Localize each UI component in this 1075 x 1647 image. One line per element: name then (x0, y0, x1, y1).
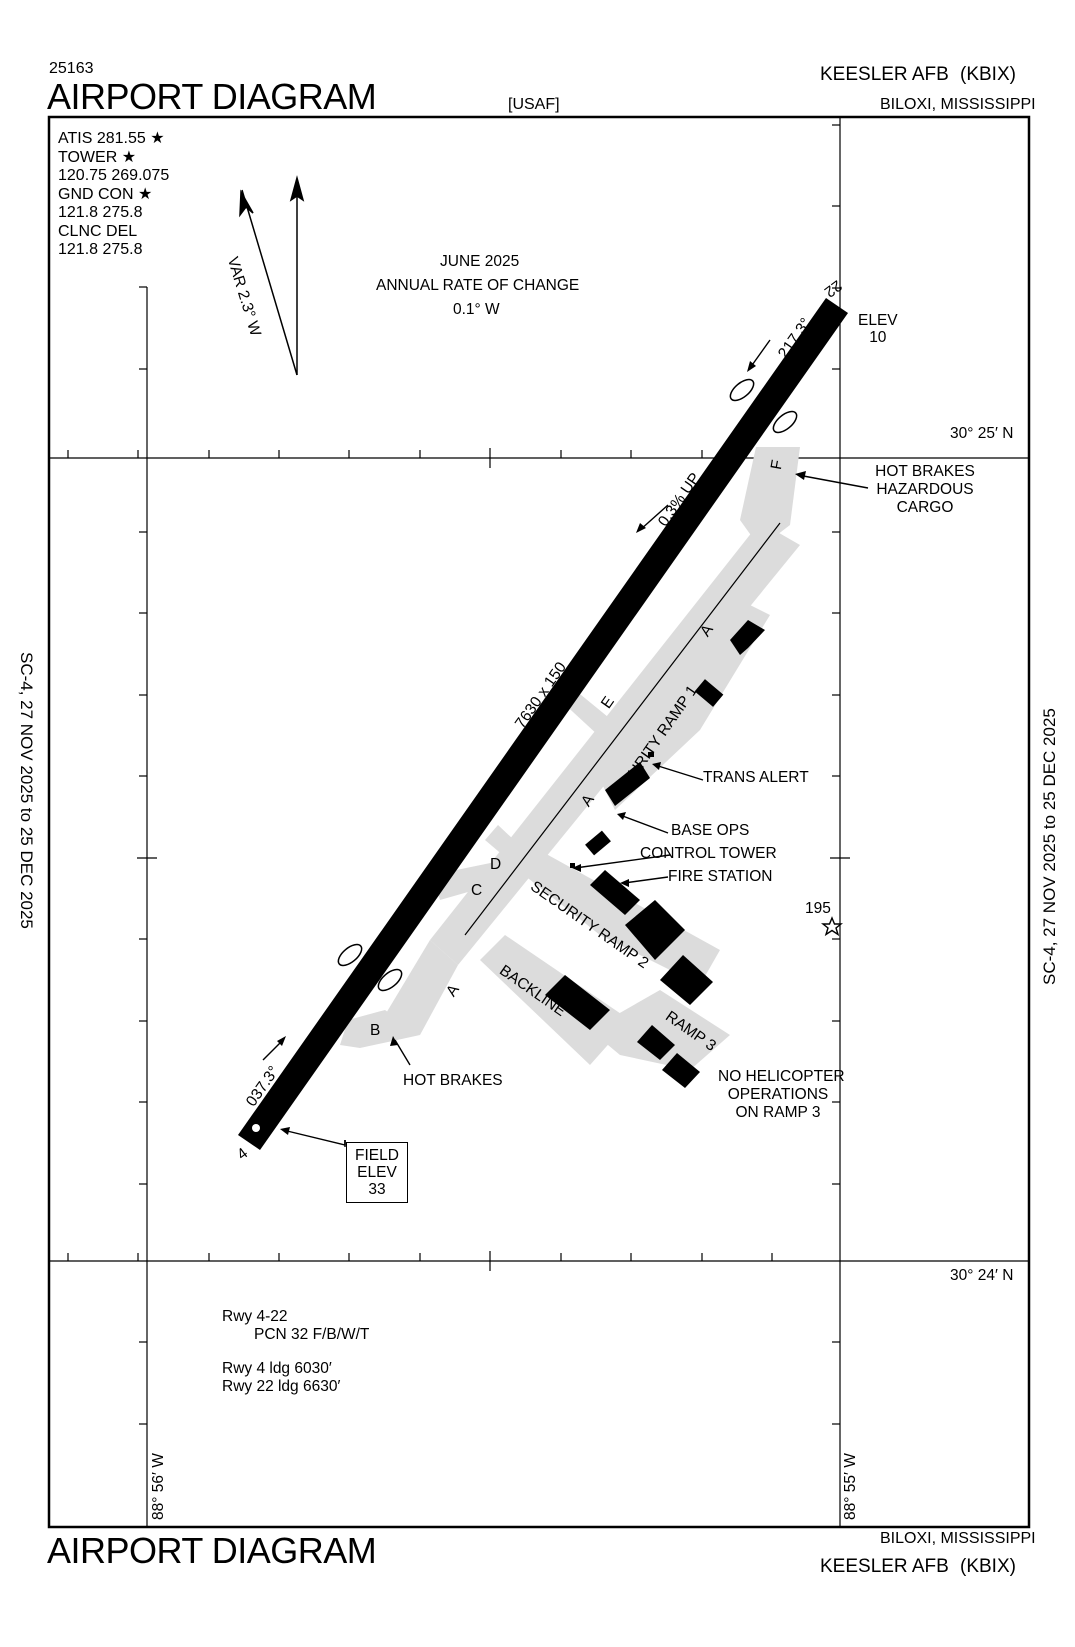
star-icon: ★ (138, 185, 153, 203)
taxiway-e (560, 690, 630, 748)
hot-spot-ovals (337, 378, 798, 992)
graticule (49, 117, 1029, 1527)
remarks-ldg-4: Rwy 4 ldg 6030′ (222, 1360, 332, 1377)
hot-brakes-line-2: HAZARDOUS (876, 481, 974, 498)
no-helo-line-1: NO HELICOPTER (718, 1068, 845, 1085)
longitude-left: 88° 56′ W (150, 1453, 167, 1520)
footer-airport-ident: (KBIX) (960, 1556, 1016, 1577)
remarks-ldg-22: Rwy 22 ldg 6630′ (222, 1378, 341, 1395)
annual-rate-value: 0.1° W (453, 301, 500, 318)
building-fire-station (590, 870, 640, 915)
runway-4-22 (238, 298, 848, 1150)
latitude-top: 30° 25′ N (950, 425, 1014, 442)
building-large-1 (625, 900, 685, 960)
hot-brakes-line-3: CARGO (896, 499, 954, 516)
building-small (585, 830, 611, 856)
magnetic-north-line (241, 189, 298, 376)
taxiway-b (340, 1010, 420, 1048)
page-title: AIRPORT DIAGRAM (47, 76, 377, 117)
airport-ident: (KBIX) (960, 64, 1016, 85)
side-label-left: SC-4, 27 NOV 2025 to 25 DEC 2025 (17, 652, 36, 929)
airport-name: KEESLER AFB (820, 64, 949, 85)
footer-airport-name: KEESLER AFB (820, 1556, 949, 1577)
taxiway-label-d: D (490, 856, 502, 873)
runway-22-elevation: ELEV 10 (858, 312, 898, 346)
tower-frequency: 120.75 269.075 (58, 167, 170, 184)
taxiway-network (340, 447, 800, 1070)
remarks-pcn: PCN 32 F/B/W/T (254, 1326, 370, 1343)
hot-brakes-line-1: HOT BRAKES (875, 463, 975, 480)
variation-date: JUNE 2025 (440, 253, 520, 270)
chart-frame (47, 115, 1031, 1529)
hot-brakes-label: HOT BRAKES (403, 1072, 503, 1089)
magnetic-north-head (239, 189, 254, 218)
building-ne (730, 620, 765, 655)
star-icon: ★ (150, 130, 165, 147)
field-elevation-box: FIELD ELEV 33 (346, 1142, 408, 1203)
taxiway-f (740, 447, 800, 548)
longitude-right: 88° 55′ W (842, 1453, 859, 1520)
field-elev-value: 33 (368, 1181, 386, 1198)
chart-number: 25163 (49, 60, 94, 77)
taxiway-a-centerline (464, 522, 781, 936)
north-arrows (239, 175, 305, 376)
star-icon: ★ (121, 148, 137, 166)
ground-frequency: 121.8 275.8 (58, 204, 143, 221)
ramp-3-area (590, 990, 730, 1070)
latitude-bottom: 30° 24′ N (950, 1267, 1014, 1284)
remarks-block: Rwy 4-22 PCN 32 F/B/W/T Rwy 4 ldg 6030′ … (222, 1308, 369, 1396)
ground-label: GND CON (58, 185, 134, 203)
building-large-2 (660, 955, 713, 1005)
control-tower-label: CONTROL TOWER (640, 845, 777, 862)
security-ramp-1-area (590, 600, 770, 810)
field-elev-label-1: FIELD (355, 1147, 399, 1164)
elev-value: 10 (869, 329, 887, 346)
footer-location: BILOXI, MISSISSIPPI (880, 1530, 1036, 1547)
annual-rate-title: ANNUAL RATE OF CHANGE (376, 277, 580, 294)
clearance-frequency: 121.8 275.8 (58, 241, 143, 258)
runway-4-threshold-marker (252, 1124, 260, 1132)
airport-location: BILOXI, MISSISSIPPI (880, 96, 1036, 113)
clearance-label: CLNC DEL (58, 222, 138, 240)
taxiway-a-lower (385, 940, 458, 1035)
trans-alert-label: TRANS ALERT (703, 769, 809, 786)
taxiway-label-c: C (471, 882, 483, 899)
obstacle-star-icon (821, 916, 843, 937)
side-label-right: SC-4, 27 NOV 2025 to 25 DEC 2025 (1040, 708, 1059, 985)
no-helo-line-2: OPERATIONS (727, 1086, 829, 1103)
taxiway-label-b: B (370, 1022, 381, 1039)
remarks-runway: Rwy 4-22 (222, 1308, 288, 1325)
no-helicopter-operations: NO HELICOPTER OPERATIONS ON RAMP 3 (718, 1068, 845, 1122)
obstacle-height: 195 (805, 900, 831, 917)
base-ops-label: BASE OPS (671, 822, 750, 839)
trans-alert-marker (648, 752, 654, 757)
building-ramp3-1 (637, 1025, 675, 1060)
control-tower-marker (570, 863, 575, 868)
building-1 (694, 679, 724, 707)
operator-label: [USAF] (508, 96, 560, 113)
elev-label: ELEV (858, 312, 898, 329)
building-ramp3-2 (662, 1053, 700, 1088)
field-elev-label-2: ELEV (357, 1164, 397, 1181)
security-ramp-2-area (505, 845, 720, 985)
graticule-ticks (67, 124, 850, 1425)
building-backline (545, 975, 610, 1030)
building-base-ops (605, 762, 650, 806)
true-north-head (289, 175, 305, 202)
taxiway-c (432, 860, 510, 900)
frequency-block: ATIS 281.55 ★ TOWER ★ 120.75 269.075 GND… (58, 130, 169, 260)
footer-title: AIRPORT DIAGRAM (47, 1530, 377, 1571)
no-helo-line-3: ON RAMP 3 (735, 1104, 821, 1121)
buildings (545, 620, 765, 1088)
fire-station-label: FIRE STATION (668, 868, 773, 885)
leader-arrowheads (277, 361, 806, 1135)
hot-brakes-hazardous-cargo: HOT BRAKES HAZARDOUS CARGO (870, 463, 980, 517)
atis-frequency: ATIS 281.55 (58, 130, 146, 147)
tower-label: TOWER (58, 148, 118, 166)
